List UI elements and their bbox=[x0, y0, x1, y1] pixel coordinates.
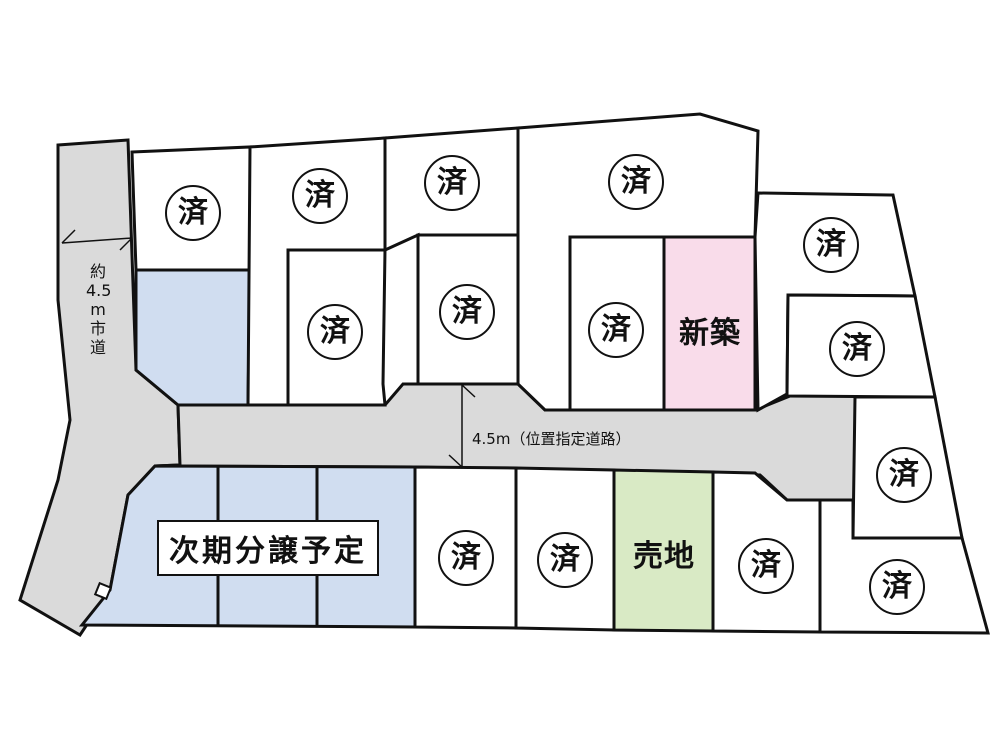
lot-17-shape bbox=[134, 268, 252, 407]
lot-1-sold-badge[interactable]: 済 bbox=[165, 185, 221, 241]
lot-12-sold-badge[interactable]: 済 bbox=[869, 559, 925, 615]
lot-11-sold-badge[interactable]: 済 bbox=[876, 447, 932, 503]
designated-road-label: 4.5m（位置指定道路） bbox=[472, 430, 631, 448]
lot-8-shape bbox=[662, 235, 757, 412]
lot-16-sold-badge[interactable]: 済 bbox=[738, 538, 794, 594]
lot-13-sold-badge[interactable]: 済 bbox=[438, 530, 494, 586]
city-road-label-line: 4.5 bbox=[86, 281, 112, 300]
lot-6-sold-badge[interactable]: 済 bbox=[608, 154, 664, 210]
city-road-label: 約 4.5 m 市 道 bbox=[86, 262, 112, 357]
lot-10-sold-badge[interactable]: 済 bbox=[829, 321, 885, 377]
city-road-label-line: m bbox=[90, 300, 106, 319]
city-road-label-line: 道 bbox=[89, 338, 106, 357]
lot-5-sold-badge[interactable]: 済 bbox=[439, 284, 495, 340]
lot-8-new-build-label[interactable]: 新築 bbox=[679, 316, 741, 351]
future-sale-label[interactable]: 次期分譲予定 bbox=[157, 520, 379, 576]
lot-7-sold-badge[interactable]: 済 bbox=[588, 302, 644, 358]
lot-3-sold-badge[interactable]: 済 bbox=[307, 304, 363, 360]
lot-9-sold-badge[interactable]: 済 bbox=[803, 217, 859, 273]
lot-2-sold-badge[interactable]: 済 bbox=[292, 168, 348, 224]
lot-4-sold-badge[interactable]: 済 bbox=[424, 155, 480, 211]
lot-15-for-sale-label[interactable]: 売地 bbox=[633, 539, 695, 574]
city-road-label-line: 約 bbox=[89, 262, 106, 281]
lot-14-sold-badge[interactable]: 済 bbox=[537, 532, 593, 588]
city-road-label-line: 市 bbox=[89, 319, 106, 338]
